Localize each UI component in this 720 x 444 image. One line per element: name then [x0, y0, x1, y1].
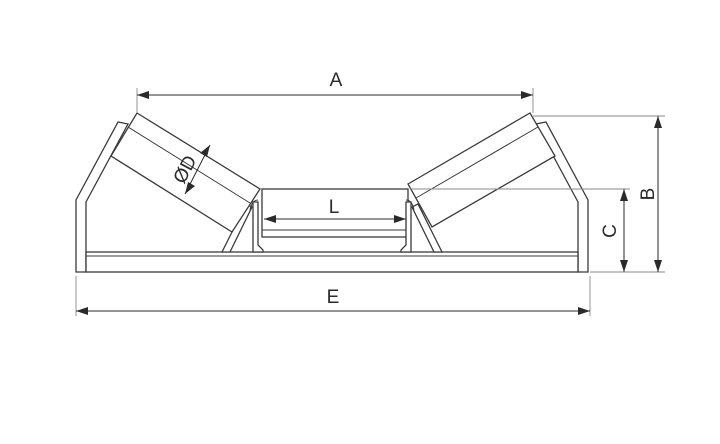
- right-wing-roller: [407, 112, 556, 228]
- center-brackets: [249, 199, 415, 253]
- dimension-l: [264, 215, 406, 223]
- dimension-b: [654, 116, 662, 272]
- label-c: C: [600, 224, 621, 238]
- base-frame: [85, 251, 579, 273]
- label-b: B: [638, 188, 659, 201]
- label-a: A: [330, 70, 343, 91]
- label-e: E: [327, 287, 340, 308]
- dimension-e: [76, 307, 590, 315]
- dimension-d: [184, 144, 211, 195]
- left-wing-roller: [110, 112, 261, 233]
- label-l: L: [329, 197, 340, 218]
- dimension-c: [620, 189, 628, 272]
- dimension-a: [137, 91, 533, 99]
- right-inner-support: [411, 203, 444, 253]
